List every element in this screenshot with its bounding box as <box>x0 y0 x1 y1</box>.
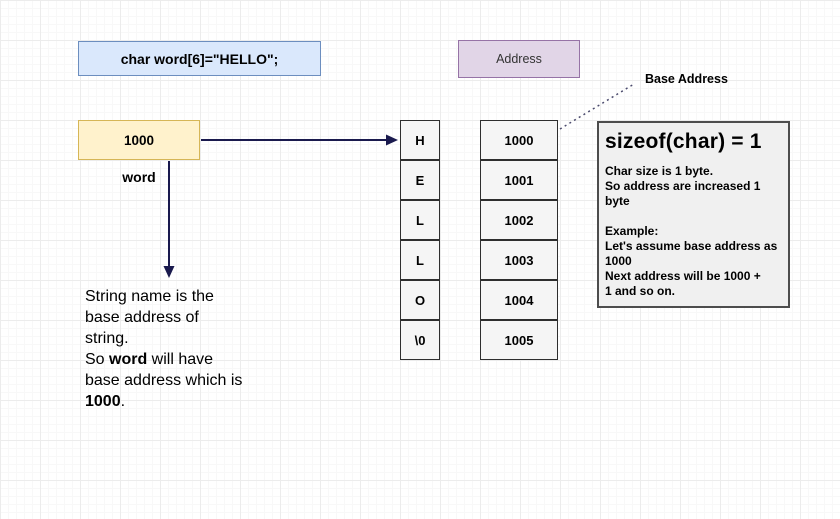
sizeof-info-box: sizeof(char) = 1 Char size is 1 byte. So… <box>597 121 790 308</box>
char-cell-3: L <box>400 240 440 280</box>
char-cell-value: L <box>416 212 424 228</box>
address-cell-5: 1005 <box>480 320 558 360</box>
char-cell-2: L <box>400 200 440 240</box>
char-cell-4: O <box>400 280 440 320</box>
word-pointer-value: 1000 <box>123 132 155 148</box>
char-cell-value: \0 <box>414 332 426 348</box>
address-header-label: Address <box>496 52 542 66</box>
note-text: will have base address which is <box>85 351 243 389</box>
base-address-label: Base Address <box>645 72 728 86</box>
address-cell-value: 1003 <box>504 252 534 268</box>
address-cell-value: 1000 <box>504 132 534 148</box>
address-cell-4: 1004 <box>480 280 558 320</box>
pointer-arrow-head <box>386 134 398 146</box>
word-variable-label: word <box>122 169 156 185</box>
code-declaration-text: char word[6]="HELLO"; <box>120 50 279 67</box>
address-cell-1: 1001 <box>480 160 558 200</box>
char-cell-1: E <box>400 160 440 200</box>
address-cell-0: 1000 <box>480 120 558 160</box>
sizeof-body: Char size is 1 byte. So address are incr… <box>605 164 778 298</box>
char-cell-value: O <box>414 292 426 308</box>
char-cell-5: \0 <box>400 320 440 360</box>
sizeof-title: sizeof(char) = 1 <box>605 130 762 153</box>
address-cell-value: 1001 <box>504 172 534 188</box>
note-1000-bold: 1000 <box>85 393 121 410</box>
note-word-bold: word <box>109 351 148 368</box>
char-cell-value: L <box>416 252 424 268</box>
base-address-note: String name is the base address of strin… <box>85 286 290 412</box>
address-cell-2: 1002 <box>480 200 558 240</box>
address-cell-value: 1002 <box>504 212 534 228</box>
address-cell-value: 1004 <box>504 292 534 308</box>
note-text: String name is the base address of strin… <box>85 288 214 368</box>
word-pointer-box: 1000 <box>78 120 200 160</box>
address-column-header: Address <box>458 40 580 78</box>
char-cell-0: H <box>400 120 440 160</box>
address-cell-value: 1005 <box>504 332 534 348</box>
code-declaration-box: char word[6]="HELLO"; <box>78 41 321 76</box>
note-text: . <box>120 393 126 410</box>
char-cell-value: E <box>415 172 425 188</box>
address-cell-3: 1003 <box>480 240 558 280</box>
char-cell-value: H <box>415 132 425 148</box>
down-arrow-head <box>163 266 175 278</box>
